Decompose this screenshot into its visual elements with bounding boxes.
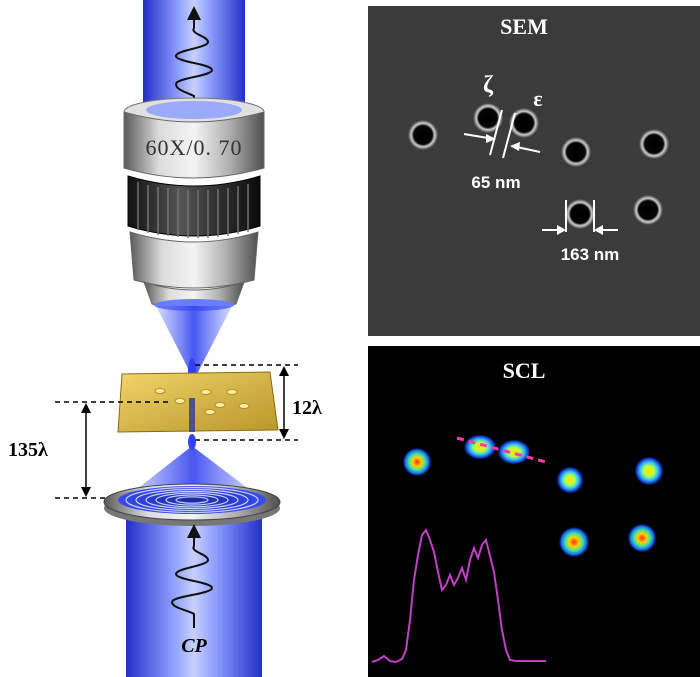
distance-label: 135λ (8, 439, 48, 461)
input-label: CP (181, 635, 207, 657)
scl-intensity-profile (371, 528, 546, 664)
gap-tick-right (502, 112, 516, 159)
objective-lower (129, 231, 259, 289)
sem-zeta-label: ζ (483, 72, 494, 98)
objective-body (123, 111, 265, 179)
sem-diameter-label: 163 nm (561, 245, 620, 264)
sem-epsilon-label: ε (533, 86, 542, 111)
gold-sample (117, 371, 279, 433)
scl-title: SCL (503, 358, 546, 383)
zone-plate-rings (125, 486, 259, 514)
thickness-arrowhead-bottom (279, 429, 289, 439)
sem-holes (408, 103, 669, 229)
scl-background (368, 346, 700, 677)
output-wave (174, 16, 214, 110)
objective-label: 60X/0. 70 (146, 135, 243, 160)
sem-title: SEM (500, 14, 548, 39)
input-wave (170, 532, 214, 628)
thickness-label: 12λ (292, 397, 322, 419)
thickness-arrowhead-top (279, 366, 289, 376)
sample-channel (189, 398, 195, 432)
gap-arrowhead-right (510, 142, 520, 151)
lower-focus-spot (188, 434, 196, 450)
zone-plate-inner (118, 486, 266, 514)
sample-holes (154, 388, 250, 415)
distance-arrowhead-top (81, 403, 91, 413)
gap-arrowhead-left (486, 134, 496, 143)
sem-panel: SEM ζ ε 65 nm 163 nm (368, 6, 700, 336)
focus-cone-bottom (128, 446, 258, 496)
diameter-arrowhead-left (557, 225, 566, 235)
output-wave-arrow (187, 6, 201, 20)
sem-gap-label: 65 nm (471, 173, 520, 192)
scl-cut-line (456, 436, 547, 464)
scl-spots (402, 434, 664, 558)
optical-setup: 60X/0. 70 (8, 0, 322, 677)
input-wave-arrow (187, 524, 201, 538)
scl-panel: SCL (368, 346, 700, 677)
distance-arrowhead-bottom (81, 487, 91, 497)
objective-top-glass (146, 101, 242, 119)
sem-background (368, 6, 700, 336)
gap-tick-left (489, 109, 503, 156)
diameter-arrowhead-right (594, 225, 603, 235)
knurl-ridges (137, 182, 249, 238)
focus-cone-top (156, 306, 232, 380)
